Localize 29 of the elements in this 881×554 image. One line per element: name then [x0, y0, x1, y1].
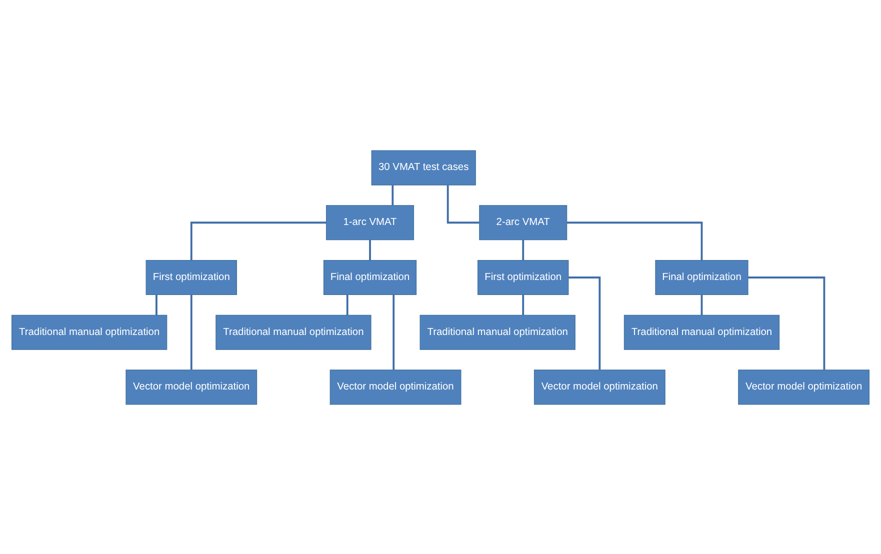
node-box: Final optimization — [323, 259, 417, 295]
node-box: 2-arc VMAT — [479, 204, 568, 240]
node-box: First optimization — [478, 259, 569, 295]
connector — [567, 221, 703, 260]
connector — [156, 294, 158, 315]
connector — [700, 294, 703, 315]
connector — [369, 240, 371, 260]
node-box: 1-arc VMAT — [326, 204, 414, 240]
connector — [392, 184, 394, 205]
node-box: Traditional manual optimization — [624, 314, 780, 350]
node-box: Traditional manual optimization — [12, 314, 168, 350]
node-box: Vector model optimization — [126, 369, 258, 404]
node-box: First optimization — [146, 259, 237, 295]
connector — [748, 276, 826, 370]
node-box: Vector model optimization — [534, 369, 666, 404]
connector — [190, 221, 326, 260]
connector — [446, 184, 480, 224]
node-box: Final optimization — [655, 259, 748, 295]
node-box: 30 VMAT test cases — [371, 150, 476, 185]
node-box: Vector model optimization — [330, 369, 462, 404]
connector — [190, 294, 192, 370]
node-box: Traditional manual optimization — [420, 314, 576, 350]
node-box: Vector model optimization — [738, 369, 870, 404]
node-box: Traditional manual optimization — [216, 314, 372, 350]
connector — [522, 240, 524, 260]
connector — [522, 294, 524, 315]
connector — [346, 294, 348, 315]
connector — [392, 294, 395, 370]
connector — [568, 276, 601, 370]
